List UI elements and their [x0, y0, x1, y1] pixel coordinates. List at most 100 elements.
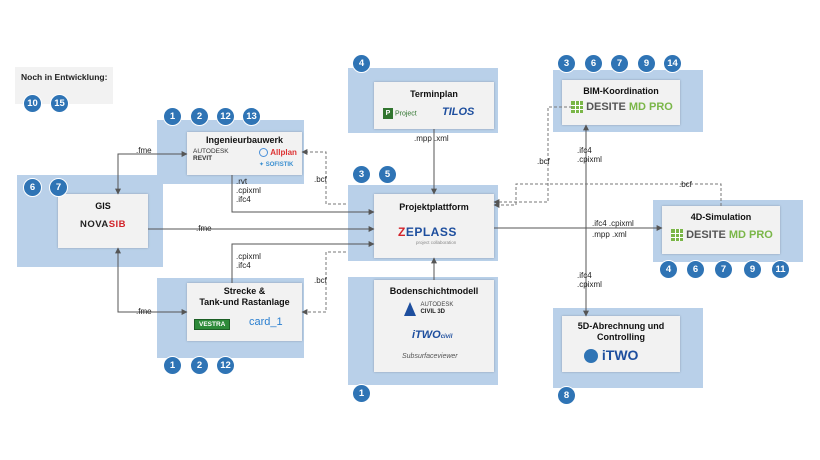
in-development-title: Noch in Entwicklung: [21, 72, 108, 82]
allplan-logo: Allplan [259, 148, 297, 158]
civil3d-wordmark: CIVIL 3D [420, 309, 446, 315]
edge-label: .bcf [679, 180, 692, 189]
edge-label: .mpp .xml [592, 230, 627, 239]
badge: 7 [610, 54, 629, 73]
badge: 1 [163, 107, 182, 126]
edge-bcf-ingenieur [301, 149, 346, 205]
edge-label: .fme [136, 146, 152, 155]
abrechnung-card: 5D-Abrechnung und Controlling iTWO [562, 316, 680, 372]
node-title: BIM-Koordination [583, 86, 659, 96]
subsurfaceviewer-logo: Subsurfaceviewer [402, 353, 458, 360]
itwo-civil-logo: iTWOcivil [412, 329, 452, 341]
desite-icon [571, 101, 583, 114]
edge-label: .cpixml [236, 186, 261, 195]
ms-project-wordmark: Project [394, 110, 417, 118]
desite-icon [671, 229, 683, 242]
sofistik-icon: ✦ [259, 162, 265, 168]
node-title: Terminplan [410, 89, 458, 99]
autodesk-civil3d-logo: AUTODESK CIVIL 3D [404, 302, 453, 320]
ingenieurbauwerk-card: Ingenieurbauwerk AUTODESK REVIT Allplan … [187, 132, 302, 175]
terminplan-card: Terminplan P Project TILOS [374, 82, 494, 129]
node-title: Ingenieurbauwerk [205, 135, 284, 145]
allplan-icon [259, 148, 268, 158]
desite-wordmark: DESITE [586, 101, 626, 113]
tilos-logo: TILOS [442, 106, 474, 118]
desite-wordmark: DESITE [686, 229, 726, 241]
itwo-icon [584, 349, 598, 364]
badge: 3 [557, 54, 576, 73]
badge: 9 [743, 260, 762, 279]
badge: 6 [23, 178, 42, 197]
edge-ingenieur-projekt [231, 175, 375, 215]
sim4d-card: 4D-Simulation DESITE MD PRO [662, 206, 780, 254]
mdpro-wordmark: MD PRO [728, 229, 773, 241]
edge-label: .ifc4 [236, 195, 251, 204]
edge-label: .cpixml [577, 155, 602, 164]
allplan-wordmark: Allplan [270, 148, 297, 157]
badge: 5 [378, 165, 397, 184]
ms-project-logo: P Project [383, 108, 417, 119]
card1-logo: card_1 [249, 316, 283, 328]
badge: 4 [659, 260, 678, 279]
itwo-civil-wordmark: civil [440, 334, 453, 340]
ms-project-icon: P [383, 108, 393, 119]
desite-logo: DESITE MD PRO [571, 101, 673, 114]
eplass-icon: Z [398, 225, 406, 239]
edge-strecke-projekt [231, 241, 375, 283]
badge: 14 [663, 54, 682, 73]
badge: 13 [242, 107, 261, 126]
edge-gis-strecke [115, 247, 188, 315]
subsurfaceviewer-wordmark: Subsurfaceviewer [402, 353, 458, 360]
vestra-logo: VESTRA [194, 319, 231, 330]
tilos-wordmark: TILOS [442, 106, 475, 118]
nova-wordmark: NOVA [79, 219, 109, 230]
edge-label: .bcf [314, 175, 327, 184]
edge-label: .cpixml [236, 252, 261, 261]
edge-bcf-bim [493, 106, 572, 205]
badge: 15 [50, 94, 69, 113]
autodesk-revit-logo: AUTODESK REVIT [193, 148, 229, 162]
badge: 6 [686, 260, 705, 279]
node-title-line2: Controlling [597, 332, 645, 342]
sofistik-logo: ✦ SOFISTIK [259, 161, 293, 168]
itwo-wordmark: iTWO [412, 329, 441, 341]
node-title: 4D-Simulation [690, 212, 752, 222]
edge-label: .bcf [314, 276, 327, 285]
badge: 1 [163, 356, 182, 375]
edge-label: .ifc4 [577, 146, 592, 155]
badge: 11 [771, 260, 790, 279]
eplass-tagline: project collaboration [416, 240, 457, 245]
eplass-logo: ZEPLASS [398, 225, 457, 239]
sofistik-wordmark: SOFISTIK [265, 162, 294, 168]
strecke-card: Strecke & Tank-und Rastanlage VESTRA car… [187, 283, 302, 341]
badge: 3 [352, 165, 371, 184]
revit-wordmark: REVIT [193, 155, 213, 162]
gis-card: GIS NOVASIB [58, 194, 148, 248]
badge: 10 [23, 94, 42, 113]
edge-label: .ifc4 .cpixml [592, 219, 634, 228]
edge-bcf-strecke [301, 251, 346, 315]
desite-logo: DESITE MD PRO [671, 229, 773, 242]
edge-label: .fme [136, 307, 152, 316]
projektplattform-card: Projektplattform ZEPLASS project collabo… [374, 194, 494, 258]
autodesk-wordmark: AUTODESK [420, 302, 454, 308]
novasib-logo: NOVASIB [58, 219, 148, 230]
edge-label: .rvt [236, 177, 248, 186]
edge-label: .ifc4 [236, 261, 251, 270]
card1-wordmark: card_1 [249, 316, 283, 328]
badge: 9 [637, 54, 656, 73]
badge: 2 [190, 356, 209, 375]
badge: 2 [190, 107, 209, 126]
badge: 12 [216, 356, 235, 375]
node-title-line1: Strecke & [223, 286, 266, 296]
node-title-line1: 5D-Abrechnung und [577, 321, 665, 331]
itwo-logo: iTWO [584, 347, 638, 364]
mdpro-wordmark: MD PRO [628, 101, 673, 113]
node-title-line2: Tank-und Rastanlage [199, 297, 290, 307]
node-title: Bodenschichtmodell [389, 286, 479, 296]
badge: 7 [714, 260, 733, 279]
edge-label: .fme [196, 224, 212, 233]
autodesk-wordmark: AUTODESK [193, 148, 229, 155]
vestra-wordmark: VESTRA [199, 321, 226, 328]
